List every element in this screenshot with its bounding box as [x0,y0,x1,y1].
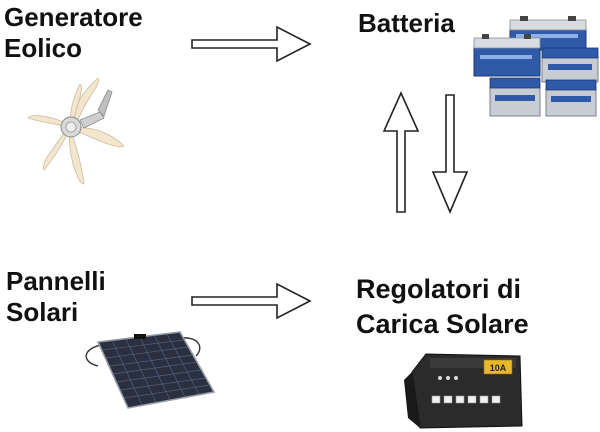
battery-bank-icon [473,16,599,117]
controller-display-text: 10A [490,363,507,373]
wind-turbine-icon [27,77,125,185]
solar-panels-label: Pannelli Solari [6,266,106,327]
arrow-battery-to-controller [431,94,469,215]
arrow-wind-to-battery [191,25,312,63]
charge-controller-label: Regolatori di Carica Solare [356,272,529,341]
wind-generator-label-line-1: Generatore [4,2,143,32]
charge-controller-icon [404,353,523,429]
battery-label: Batteria [358,8,455,39]
wind-generator-label-line-2: Eolico [4,32,83,63]
charge-controller-label-line-2: Carica Solare [356,308,529,339]
solar-panels-label-line-1: Pannelli [6,266,106,296]
solar-panels-label-line-2: Solari [6,296,79,327]
arrow-controller-to-battery [382,91,420,213]
wind-generator-label: Generatore Eolico [4,2,143,63]
battery-label-line-1: Batteria [358,8,455,38]
controller-screen [483,359,513,375]
charge-controller-label-line-1: Regolatori di [356,274,522,304]
arrow-solar-to-controller [191,282,312,320]
solar-panel-icon [85,331,216,409]
